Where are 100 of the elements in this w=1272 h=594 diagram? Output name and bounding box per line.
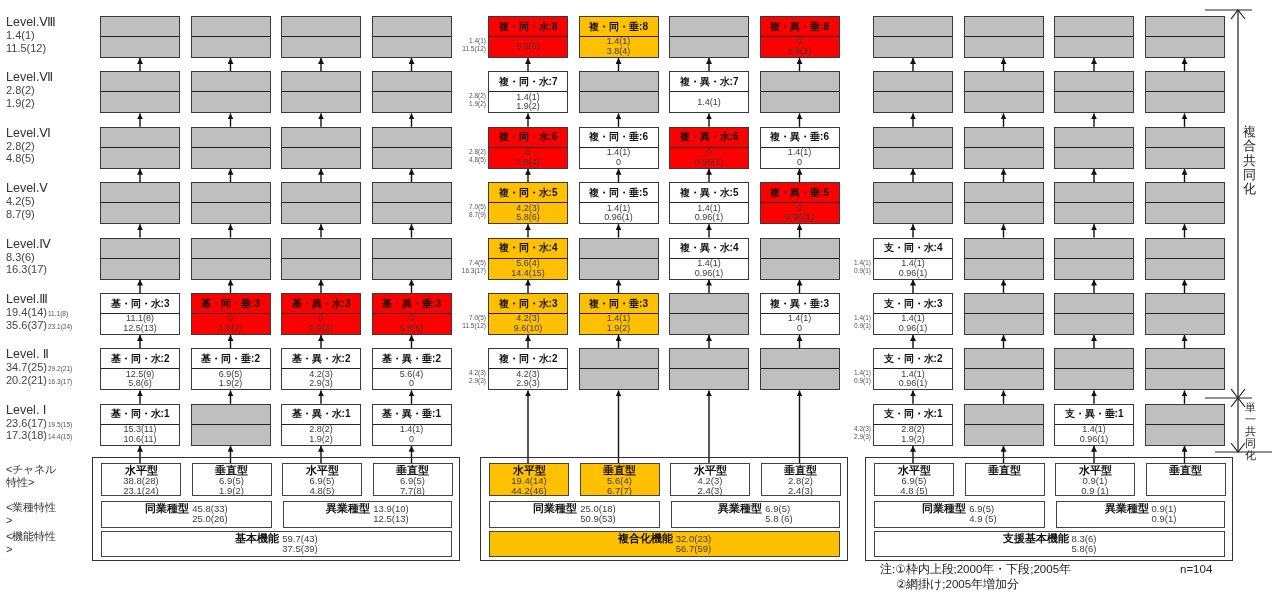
value-text: 5.8 (6) — [765, 513, 793, 524]
empty-cell — [963, 348, 1044, 391]
arrow — [615, 334, 622, 350]
level-cell — [488, 237, 568, 280]
value-text: 12.5(13) — [373, 513, 409, 524]
value-text: 0.9(1) — [1151, 504, 1177, 514]
type-name: 水平型 — [305, 465, 339, 476]
arrow — [1000, 334, 1007, 350]
empty-cell — [100, 182, 180, 225]
level-cell — [371, 403, 452, 446]
empty-cell — [669, 293, 749, 335]
value-text: 12.5(9) — [125, 369, 155, 380]
value-text: 0.96(1) — [694, 157, 724, 168]
cell-header: 基・同・水:2 — [110, 353, 170, 364]
industry-type-box — [283, 501, 452, 528]
arrow — [796, 278, 803, 294]
value-text: 4.2(3) — [309, 369, 333, 380]
arrow — [137, 112, 143, 128]
empty-cell — [963, 293, 1044, 335]
value-text: 1.4(1) — [399, 425, 424, 435]
cell-header: 基・異・垂:2 — [382, 353, 441, 364]
type-name: 異業種型 — [1104, 503, 1149, 514]
type-name: 水平型 — [693, 465, 727, 476]
cell-header: 基・異・垂:3 — [382, 298, 441, 309]
value-text: 0.96(1) — [898, 268, 928, 279]
cell-header: 複・異・水:6 — [679, 132, 739, 143]
value-text: 32.0(23) — [675, 534, 712, 544]
type-name: 垂直型 — [215, 465, 248, 476]
value-text: 0.96(1) — [898, 324, 928, 334]
level-cell — [873, 293, 953, 335]
arrow — [1091, 278, 1097, 294]
arrow — [318, 334, 324, 350]
cell-header: 支・同・水:4 — [883, 243, 943, 254]
cell-header: 基・同・垂:3 — [201, 298, 260, 309]
channel-type-box — [282, 463, 362, 496]
arrow — [227, 389, 234, 405]
arrow — [1000, 57, 1007, 73]
value-text: 4.2(3) — [697, 476, 723, 486]
level-label: Level. Ⅱ — [6, 347, 50, 362]
empty-cell — [281, 182, 361, 225]
cell-header: 複・同・垂:5 — [589, 187, 648, 198]
empty-cell — [100, 237, 180, 280]
value-text: 1.4(1) — [606, 37, 631, 47]
empty-cell — [963, 237, 1044, 280]
level-cell — [190, 348, 271, 391]
value-text: 38.8(28) — [123, 476, 159, 486]
level-cell — [578, 16, 659, 58]
empty-cell — [190, 403, 271, 446]
value-text: 0 — [616, 157, 621, 168]
value-text: 25.0(18) — [580, 504, 616, 514]
value-text: 5.6(4) — [607, 476, 632, 486]
arrow — [318, 112, 324, 128]
level-cell — [100, 403, 180, 446]
value-text: 4.8(5) — [309, 485, 335, 496]
type-name: 水平型 — [512, 465, 546, 476]
value-text: 23.1(24) — [123, 485, 159, 496]
range-label: 複合共同化 — [1243, 125, 1256, 197]
cell-header: 基・異・水:1 — [291, 409, 351, 420]
arrow — [1000, 389, 1007, 405]
level-cell — [578, 293, 659, 335]
value-text: 2.9(3) — [516, 379, 540, 389]
value-text: 0.9(1) — [1082, 476, 1108, 486]
empty-cell — [1144, 348, 1225, 391]
type-name: 異業種型 — [718, 503, 763, 514]
value-text: 56.7(59) — [675, 543, 712, 554]
arrow — [910, 278, 916, 294]
value-text: 1.4(1) — [901, 314, 925, 324]
empty-cell — [578, 237, 659, 280]
type-name: 水平型 — [897, 465, 931, 476]
value-text: 1.9(2) — [218, 324, 243, 334]
value-text: 1.9(2) — [606, 324, 631, 334]
cell-header: 複・異・水:4 — [679, 243, 739, 254]
arrow — [706, 278, 712, 294]
level-cell — [190, 293, 271, 335]
value-text: 59.7(43) — [282, 534, 318, 544]
arrow — [1091, 334, 1097, 350]
arrow — [227, 223, 234, 239]
group-frame — [92, 457, 460, 561]
arrow — [318, 57, 324, 73]
channel-type-box — [874, 463, 954, 496]
value-text: 7.7(8) — [400, 485, 425, 496]
arrow — [910, 334, 916, 350]
empty-cell — [873, 71, 953, 114]
level-value: 1.4(1) — [6, 29, 35, 42]
industry-type-box — [489, 501, 660, 528]
level-cell — [873, 237, 953, 280]
empty-cell — [371, 16, 452, 58]
level-value: 35.6(37) — [6, 318, 47, 331]
value-text: 1.4(1) — [606, 148, 631, 158]
type-name: 水平型 — [124, 465, 158, 476]
level-value: 19.4(14) — [6, 306, 47, 319]
cell-header: 複・異・垂:6 — [770, 132, 829, 143]
arrow — [910, 57, 916, 73]
cell-header: 基・同・水:3 — [110, 298, 170, 309]
type-name: 同業種型 — [533, 503, 578, 514]
category-label: <業種特性> — [6, 501, 58, 528]
empty-cell — [190, 71, 271, 114]
empty-cell — [1144, 126, 1225, 169]
value-text: 4.2(3) — [516, 314, 540, 324]
empty-cell — [578, 348, 659, 391]
